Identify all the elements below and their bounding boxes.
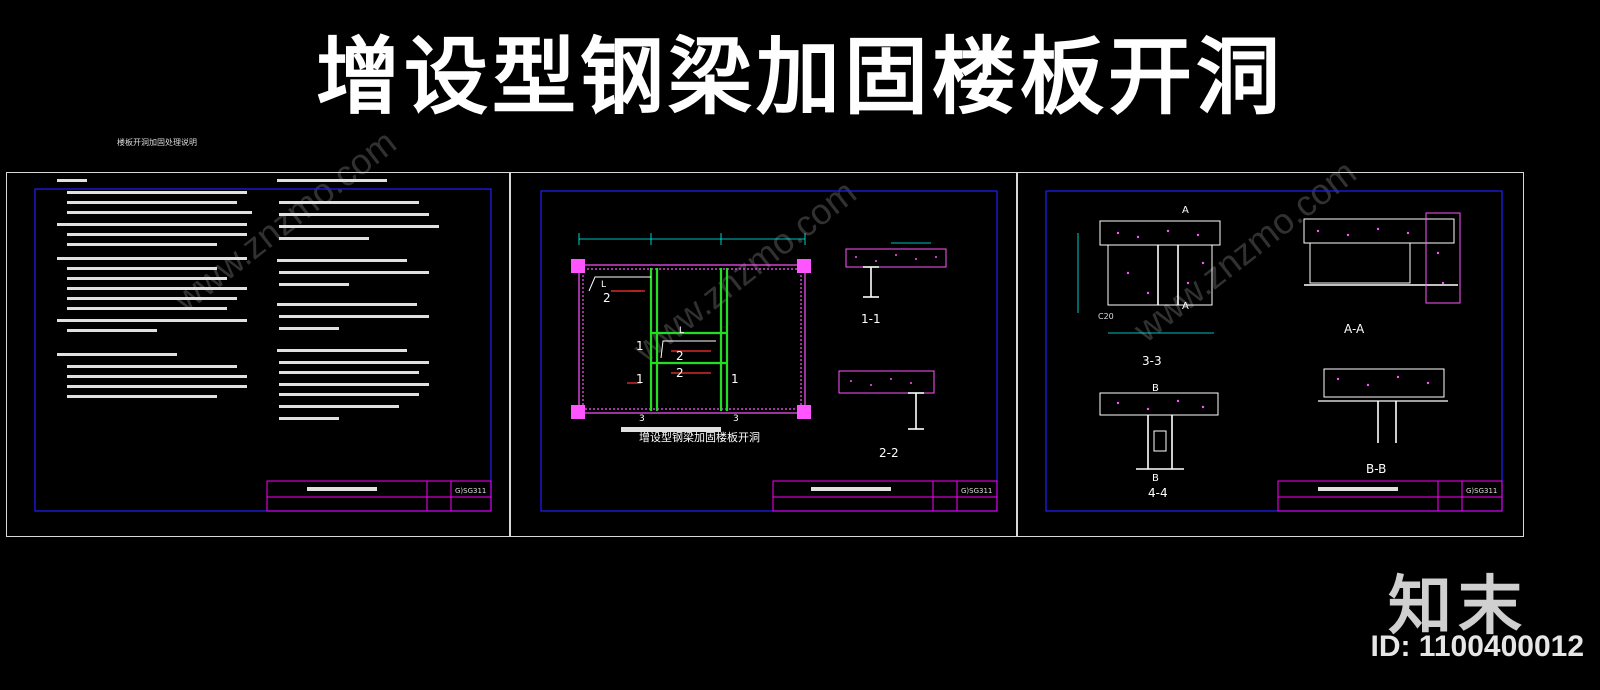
plan-mark: 2 xyxy=(676,349,684,363)
plan-mark: 3 xyxy=(733,414,739,424)
plan-mark: 3 xyxy=(639,414,645,424)
drawing-sheet-notes: . xyxy=(6,138,510,537)
drawing-sheet-plan: 2 2 2 1 1 1 L L 3 3 1-1 xyxy=(510,172,1017,537)
notes-drawing: . xyxy=(34,179,492,512)
section-label: 4-4 xyxy=(1148,486,1168,500)
title-block-code: G)SG311 xyxy=(455,487,486,495)
material-label: C20 xyxy=(1098,312,1114,321)
image-id: ID: 1100400012 xyxy=(1370,630,1584,663)
plan-mark: 1 xyxy=(636,339,644,353)
title-block-code: G)SG311 xyxy=(1466,487,1497,495)
plan-mark: 2 xyxy=(676,366,684,380)
plan-drawing: 2 2 2 1 1 1 L L 3 3 1-1 xyxy=(540,190,998,512)
plan-mark: 2 xyxy=(603,291,611,305)
page-title: 增设型钢梁加固楼板开洞 xyxy=(315,28,1284,126)
plan-mark: 1 xyxy=(731,372,739,386)
drawing-sheet-sections: A A C20 3-3 A-A B B 4-4 xyxy=(1017,172,1524,537)
sections-drawing: A A C20 3-3 A-A B B 4-4 xyxy=(1045,190,1503,512)
section-label: 2-2 xyxy=(879,446,899,460)
section-label: 1-1 xyxy=(861,312,881,326)
sheet-caption: 增设型钢梁加固楼板开洞 xyxy=(639,431,760,444)
plan-mark: 1 xyxy=(636,372,644,386)
section-mark: A xyxy=(1182,301,1189,312)
sheet-caption: 楼板开洞加固处理说明 xyxy=(117,138,197,147)
section-mark: B xyxy=(1152,383,1159,394)
title-block-code: G)SG311 xyxy=(961,487,992,495)
section-mark: B xyxy=(1152,473,1159,484)
plan-mark: L xyxy=(679,326,684,336)
brand-logo: 知末 xyxy=(1388,570,1528,644)
plan-mark: L xyxy=(601,280,606,290)
section-label: A-A xyxy=(1344,322,1365,336)
section-mark: A xyxy=(1182,205,1189,216)
section-label: 3-3 xyxy=(1142,354,1162,368)
section-label: B-B xyxy=(1366,462,1386,476)
